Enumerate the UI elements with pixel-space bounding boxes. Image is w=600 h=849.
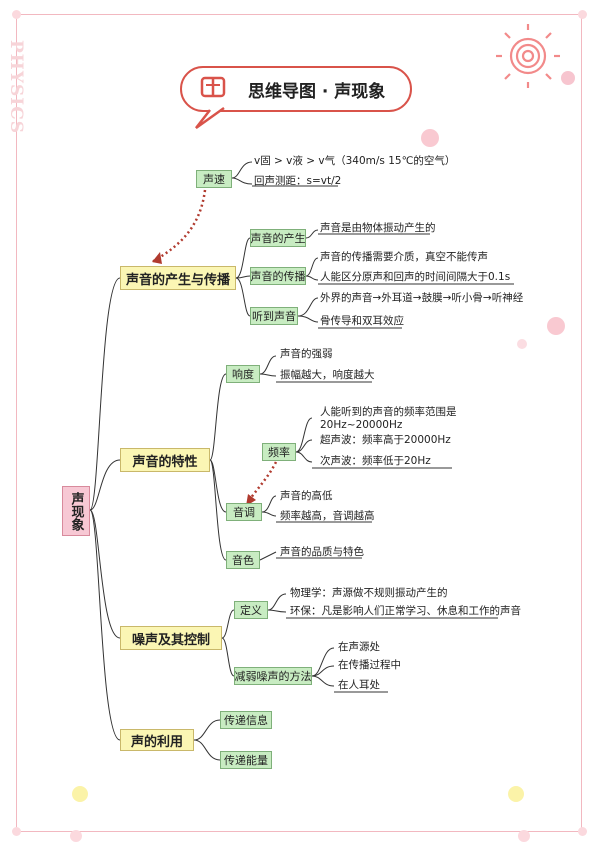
- node-frequency: 频率: [262, 443, 296, 461]
- leaf-echo-ranging: 回声测距：s=vt/2: [254, 175, 342, 187]
- node-transmit-info: 传递信息: [220, 711, 272, 729]
- leaf: 超声波：频率高于20000Hz: [320, 434, 451, 446]
- pink-dot: [517, 339, 527, 349]
- leaf: 振幅越大，响度越大: [280, 369, 375, 381]
- leaf: 环保：凡是影响人们正常学习、休息和工作的声音: [290, 605, 521, 617]
- node-definition: 定义: [234, 601, 268, 619]
- leaf: 在人耳处: [338, 679, 380, 691]
- page-border: [16, 14, 582, 832]
- corner-dot: [578, 10, 587, 19]
- yellow-dot: [508, 786, 524, 802]
- node-sound-production: 声音的产生: [250, 229, 306, 247]
- node-noise-reduction: 减弱噪声的方法: [234, 667, 312, 685]
- node-transmit-energy: 传递能量: [220, 751, 272, 769]
- book-icon: [200, 76, 226, 98]
- pink-dot: [518, 830, 530, 842]
- side-watermark: PHYSICS: [6, 40, 26, 135]
- leaf: 声音的传播需要介质，真空不能传声: [320, 251, 488, 263]
- leaf: 在传播过程中: [338, 659, 401, 671]
- leaf: 在声源处: [338, 641, 380, 653]
- leaf: 外界的声音→外耳道→鼓膜→听小骨→听神经: [320, 292, 524, 304]
- corner-dot: [12, 827, 21, 836]
- pink-dot: [547, 317, 565, 335]
- pink-dot: [561, 71, 575, 85]
- page-title: 思维导图 · 声现象: [248, 82, 386, 102]
- leaf: 声音是由物体振动产生的: [320, 222, 436, 234]
- yellow-dot: [72, 786, 88, 802]
- node-timbre: 音色: [226, 551, 260, 569]
- corner-dot: [578, 827, 587, 836]
- branch-production-propagation: 声音的产生与传播: [120, 266, 236, 290]
- node-loudness: 响度: [226, 365, 260, 383]
- dotted-arrow: [246, 461, 278, 503]
- leaf: 20Hz~20000Hz: [320, 419, 403, 431]
- node-sound-propagation: 声音的传播: [250, 267, 306, 285]
- pink-dot: [70, 830, 82, 842]
- node-pitch: 音调: [226, 503, 262, 521]
- branch-sound-use: 声的利用: [120, 729, 194, 751]
- pink-dot: [421, 129, 439, 147]
- leaf: 次声波：频率低于20Hz: [320, 455, 431, 467]
- leaf: 频率越高，音调越高: [280, 510, 375, 522]
- leaf: 声音的品质与特色: [280, 546, 364, 558]
- leaf-speed-order: v固 > v液 > v气（340m/s 15℃的空气）: [254, 155, 456, 167]
- leaf: 声音的高低: [280, 490, 333, 502]
- leaf: 声音的强弱: [280, 348, 333, 360]
- leaf: 人能区分原声和回声的时间间隔大于0.1s: [320, 271, 511, 283]
- swirl-decoration: [496, 24, 560, 88]
- leaf: 人能听到的声音的频率范围是: [320, 406, 457, 418]
- dotted-arrow: [151, 189, 207, 264]
- branch-noise-control: 噪声及其控制: [120, 626, 222, 650]
- branch-characteristics: 声音的特性: [120, 448, 210, 472]
- leaf: 物理学：声源做不规则振动产生的: [290, 587, 448, 599]
- node-hearing: 听到声音: [250, 307, 298, 325]
- node-speed: 声速: [196, 170, 232, 188]
- corner-dot: [12, 10, 21, 19]
- title-bubble: [180, 66, 412, 112]
- leaf: 骨传导和双耳效应: [320, 315, 404, 327]
- root-node: 声现象: [62, 486, 90, 536]
